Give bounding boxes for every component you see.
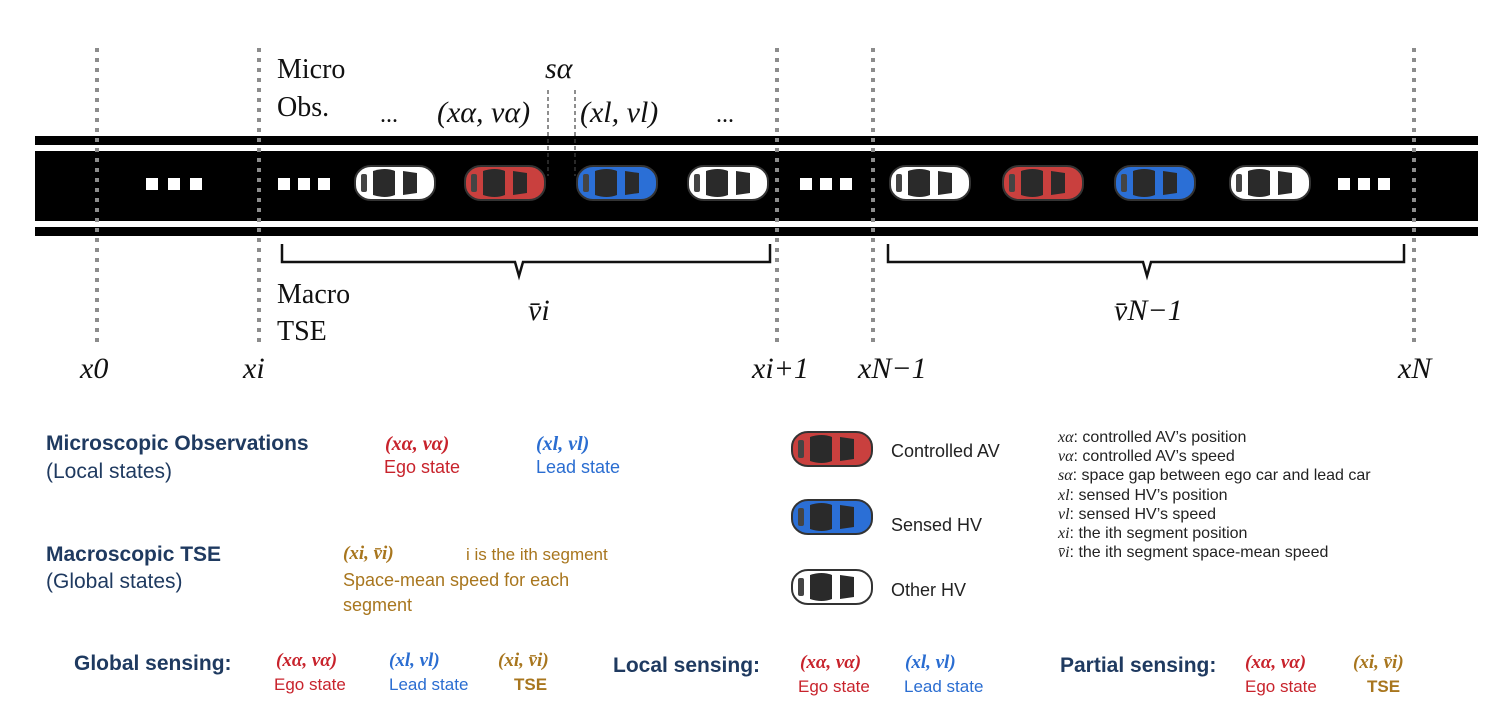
legend-lead-pair: (xl, vl) bbox=[536, 433, 590, 455]
legend-tse-pair: (xi, v̄i) bbox=[343, 543, 394, 564]
macro-tse-subtitle: (Global states) bbox=[46, 570, 183, 593]
local-sensing-title: Local sensing: bbox=[613, 654, 761, 677]
local-lead-label: Lead state bbox=[904, 677, 984, 696]
ego-pair-top: (xα, vα) bbox=[437, 96, 530, 129]
global-lead-label: Lead state bbox=[389, 675, 469, 694]
segment-desc-1: Space-mean speed for each bbox=[343, 570, 570, 590]
top-ellipsis-right: ... bbox=[716, 102, 734, 128]
legend-ego-pair: (xα, vα) bbox=[385, 433, 450, 455]
def-x-alpha: xα: controlled AV’s position bbox=[1058, 429, 1247, 446]
local-ego-label: Ego state bbox=[798, 677, 870, 696]
micro-obs-subtitle: (Local states) bbox=[46, 460, 173, 483]
legend-lead-label: Lead state bbox=[536, 457, 621, 477]
vbar-i-label: v̄i bbox=[528, 294, 550, 327]
other-hv-car bbox=[687, 165, 769, 201]
def-v-alpha: vα: controlled AV’s speed bbox=[1058, 448, 1235, 466]
def-x-l: xl: sensed HV’s position bbox=[1058, 486, 1228, 504]
legend-sensed-hv-label: Sensed HV bbox=[891, 515, 983, 535]
partial-tse-label: TSE bbox=[1367, 677, 1401, 696]
road-ellipsis bbox=[146, 178, 1390, 190]
legend-controlled-av-label: Controlled AV bbox=[891, 441, 1000, 461]
local-lead-pair: (xl, vl) bbox=[905, 652, 956, 673]
legend-car-icons bbox=[791, 431, 873, 605]
position-labels: x0 xi xi+1 xN−1 xN bbox=[79, 352, 1433, 385]
partial-tse-pair: (xi, v̄i) bbox=[1353, 652, 1404, 673]
top-ellipsis-left: ... bbox=[380, 102, 398, 128]
macro-label-2: TSE bbox=[277, 316, 327, 347]
partial-ego-label: Ego state bbox=[1245, 677, 1317, 696]
local-ego-pair: (xα, vα) bbox=[800, 652, 862, 673]
legend-controlled-av-icon bbox=[791, 431, 873, 467]
vbar-N1-label: v̄N−1 bbox=[1114, 294, 1183, 327]
symbol-definitions: xα: controlled AV’s position vα: control… bbox=[1058, 428, 1371, 562]
controlled-av-car bbox=[464, 165, 546, 201]
macro-tse-title: Macroscopic TSE bbox=[46, 543, 222, 566]
brace-segment-N1 bbox=[886, 244, 1406, 281]
pos-x0: x0 bbox=[79, 352, 108, 385]
global-lead-pair: (xl, vl) bbox=[389, 650, 440, 671]
micro-label-2: Obs. bbox=[277, 92, 329, 123]
legend-ego-label: Ego state bbox=[384, 457, 461, 477]
def-vbar-i: v̄i: the ith segment space-mean speed bbox=[1058, 544, 1329, 562]
def-s-alpha: sα: space gap between ego car and lead c… bbox=[1058, 467, 1371, 485]
brace-segment-i bbox=[280, 244, 772, 281]
sensed-hv-car bbox=[576, 165, 658, 201]
other-hv-car bbox=[889, 165, 971, 201]
macro-label-1: Macro bbox=[277, 279, 350, 310]
s-alpha-label: sα bbox=[545, 52, 574, 85]
other-hv-car bbox=[1229, 165, 1311, 201]
legend-other-hv-icon bbox=[791, 569, 873, 605]
segment-braces bbox=[280, 244, 1406, 281]
legend-sensed-hv-icon bbox=[791, 499, 873, 535]
global-tse-label: TSE bbox=[514, 675, 548, 694]
other-hv-car bbox=[354, 165, 436, 201]
def-x-i: xi: the ith segment position bbox=[1058, 524, 1248, 542]
pos-xN: xN bbox=[1397, 352, 1433, 385]
lead-pair-top: (xl, vl) bbox=[580, 96, 658, 129]
sensed-hv-car bbox=[1114, 165, 1196, 201]
global-tse-pair: (xi, v̄i) bbox=[498, 650, 549, 671]
global-ego-pair: (xα, vα) bbox=[276, 650, 338, 671]
global-ego-label: Ego state bbox=[274, 675, 346, 694]
partial-ego-pair: (xα, vα) bbox=[1245, 652, 1307, 673]
gap-markers bbox=[547, 90, 576, 176]
global-sensing-title: Global sensing: bbox=[74, 652, 232, 675]
micro-obs-title: Microscopic Observations bbox=[46, 432, 309, 455]
micro-label-1: Micro bbox=[277, 54, 345, 85]
pos-xN1: xN−1 bbox=[857, 352, 927, 385]
def-v-l: vl: sensed HV’s speed bbox=[1058, 505, 1217, 523]
pos-xi: xi bbox=[242, 352, 265, 385]
segment-desc-2: segment bbox=[343, 595, 413, 615]
segment-note: i is the ith segment bbox=[466, 545, 608, 564]
controlled-av-car bbox=[1002, 165, 1084, 201]
pos-xi1: xi+1 bbox=[751, 352, 809, 385]
legend-other-hv-label: Other HV bbox=[891, 580, 967, 600]
partial-sensing-title: Partial sensing: bbox=[1060, 654, 1217, 677]
